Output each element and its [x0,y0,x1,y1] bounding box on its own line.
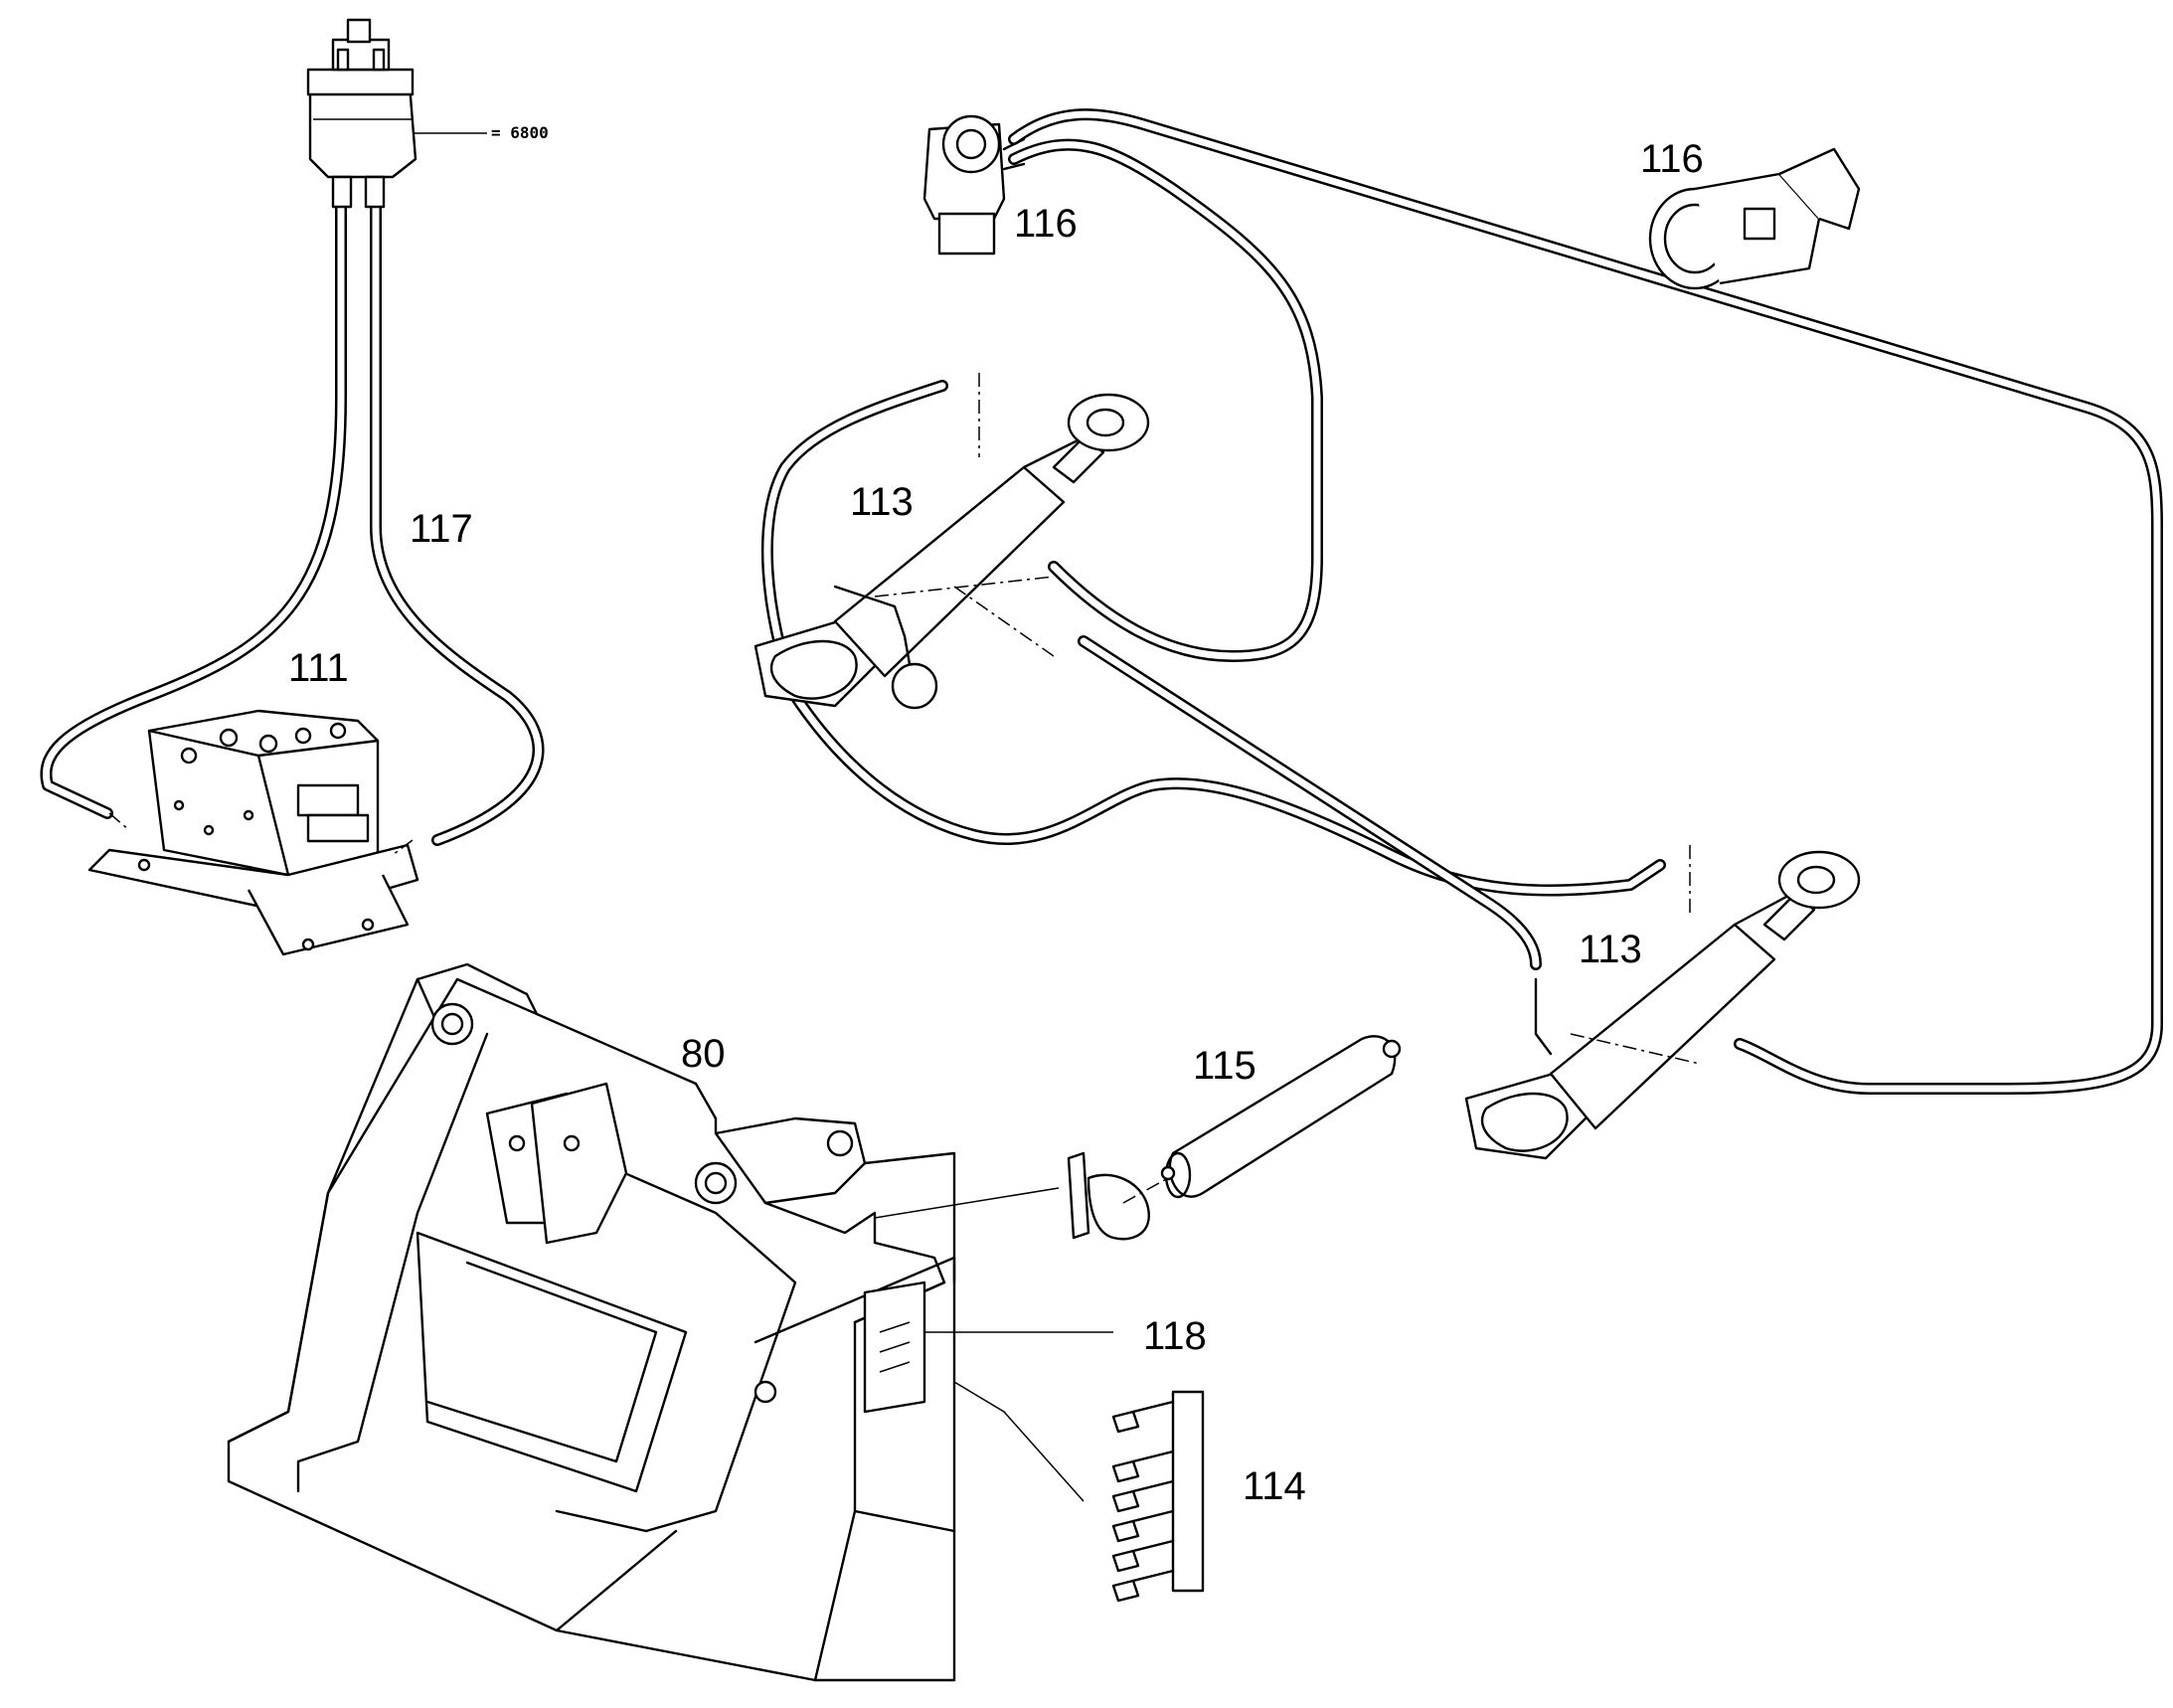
hose-lines [40,108,2163,1095]
priority-valve-116-detached [1648,147,1861,290]
callout-116-top: 116 [1014,202,1078,246]
steering-cylinder-113-right [1464,845,1861,1160]
accumulator-115 [1160,1035,1402,1199]
callout-113-left: 113 [850,480,914,524]
front-frame-80 [227,962,1113,1682]
callout-118: 118 [1143,1314,1207,1358]
hose-fittings-114 [953,1381,1205,1603]
callout-111: 111 [288,646,349,690]
callout-117: 117 [410,507,473,551]
priority-valve-116-top [922,114,1026,256]
callout-116-detached: 116 [1640,137,1704,181]
callout-115: 115 [1193,1044,1256,1088]
callout-114: 114 [1243,1464,1306,1508]
callout-80: 80 [681,1032,726,1076]
callout-6800: = 6800 [491,123,549,142]
steering-cylinder-113-left [753,373,1150,710]
clamp-bracket [874,1151,1169,1241]
control-valve-111 [87,709,419,956]
callout-113-right: 113 [1579,928,1642,971]
steering-unit-6800 [306,18,487,209]
